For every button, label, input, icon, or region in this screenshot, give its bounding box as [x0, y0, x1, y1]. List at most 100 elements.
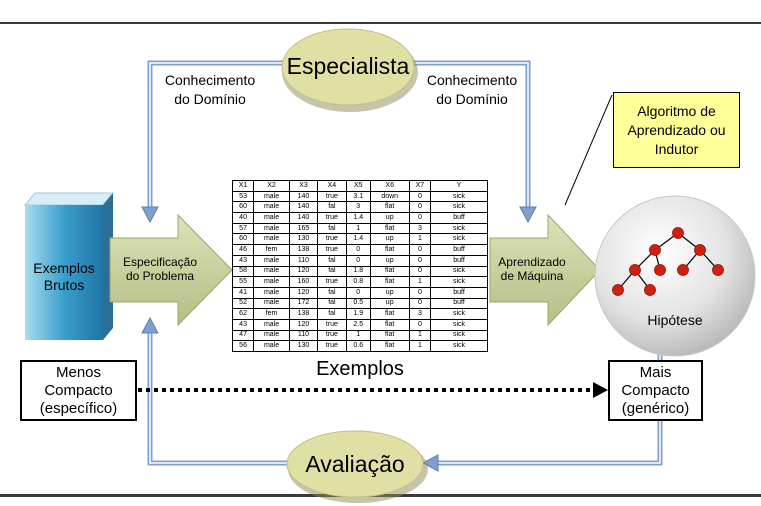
- table-cell: 0: [408, 318, 432, 331]
- more-compact-line-1: Mais: [639, 363, 672, 381]
- table-cell: 3.1: [345, 190, 371, 203]
- table-cell: 110: [288, 329, 318, 342]
- table-cell: 1: [408, 329, 432, 342]
- table-cell: 3: [345, 201, 371, 214]
- table-cell: buff: [430, 244, 488, 256]
- table-cell: male: [253, 222, 290, 235]
- table-cell: 3: [408, 308, 432, 320]
- learning-label: Aprendizado de Máquina: [498, 255, 566, 283]
- table-cell: 52: [231, 297, 255, 310]
- specialist-label: Especialista: [286, 53, 410, 79]
- more-compact-line-2: Compacto: [621, 381, 690, 399]
- table-cell: fal: [316, 201, 347, 214]
- table-cell: up: [369, 233, 410, 246]
- table-cell: 0: [408, 244, 432, 256]
- table-cell: 1.9: [345, 308, 371, 320]
- table-cell: 56: [231, 340, 255, 352]
- table-cell: 46: [231, 244, 255, 256]
- table-cell: fal: [316, 254, 347, 267]
- top-rule: [0, 22, 761, 24]
- table-cell: fal: [316, 265, 347, 278]
- table-cell: 0: [345, 286, 371, 299]
- table-cell: fal: [316, 297, 347, 310]
- arrowhead-down-right: [519, 206, 537, 224]
- evaluation-label: Avaliação: [305, 451, 405, 477]
- table-cell: 140: [288, 190, 318, 203]
- table-cell: sick: [430, 329, 488, 342]
- table-cell: male: [253, 201, 290, 214]
- specification-label: Especificação do Problema: [122, 255, 198, 283]
- table-cell: male: [253, 286, 290, 299]
- table-cell: up: [369, 286, 410, 299]
- table-cell: 1: [408, 340, 432, 352]
- table-header-cell: X7: [408, 180, 432, 192]
- table-cell: flat: [369, 318, 410, 331]
- table-cell: sick: [430, 190, 488, 203]
- table-header-cell: X1: [231, 180, 255, 192]
- raw-examples-box: [23, 192, 115, 340]
- table-cell: 0: [408, 286, 432, 299]
- table-cell: 43: [231, 318, 255, 331]
- arrowhead-up-left: [141, 316, 159, 334]
- table-cell: 1.4: [345, 233, 371, 246]
- table-cell: 1: [408, 276, 432, 288]
- table-cell: buff: [430, 212, 488, 224]
- table-cell: 0: [408, 265, 432, 278]
- table-cell: fal: [316, 308, 347, 320]
- table-cell: male: [253, 254, 290, 267]
- less-compact-line-2: Compacto: [44, 381, 113, 399]
- table-cell: fem: [253, 308, 290, 320]
- table-cell: flat: [369, 308, 410, 320]
- table-cell: flat: [369, 265, 410, 278]
- raw-examples-label: Exemplos Brutos: [33, 260, 95, 293]
- table-header-cell: X3: [288, 180, 318, 192]
- table-cell: 0.8: [345, 276, 371, 288]
- table-cell: 60: [231, 201, 255, 214]
- arrowhead-down-left: [141, 206, 159, 224]
- table-cell: 120: [288, 286, 318, 299]
- table-cell: 0.5: [345, 297, 371, 310]
- learning-arrow: [489, 213, 601, 327]
- dotted-arrow: [138, 382, 608, 398]
- callout-line: [564, 94, 613, 206]
- table-cell: true: [316, 318, 347, 331]
- table-cell: male: [253, 329, 290, 342]
- table-cell: 0: [408, 254, 432, 267]
- specialist-ellipse-shape: [281, 28, 418, 112]
- table-cell: true: [316, 276, 347, 288]
- table-cell: up: [369, 297, 410, 310]
- table-cell: 130: [288, 340, 318, 352]
- table-cell: male: [253, 318, 290, 331]
- algorithm-line-3: Indutor: [654, 140, 699, 157]
- table-cell: true: [316, 244, 347, 256]
- table-cell: male: [253, 297, 290, 310]
- table-cell: true: [316, 233, 347, 246]
- table-cell: male: [253, 276, 290, 288]
- table-cell: buff: [430, 254, 488, 267]
- table-cell: 62: [231, 308, 255, 320]
- table-cell: male: [253, 212, 290, 224]
- table-cell: 0.6: [345, 340, 371, 352]
- table-cell: 165: [288, 222, 318, 235]
- table-cell: 2.5: [345, 318, 371, 331]
- specification-arrow: [109, 213, 233, 327]
- tree-icon: [612, 227, 724, 296]
- algorithm-line-2: Aprendizado ou: [627, 121, 726, 138]
- table-cell: 0: [345, 254, 371, 267]
- table-cell: 0: [408, 190, 432, 203]
- table-cell: 3: [408, 222, 432, 235]
- table-cell: 55: [231, 276, 255, 288]
- table-cell: 130: [288, 233, 318, 246]
- table-cell: true: [316, 212, 347, 224]
- algorithm-box: Algoritmo de Aprendizado ou Indutor: [613, 92, 740, 168]
